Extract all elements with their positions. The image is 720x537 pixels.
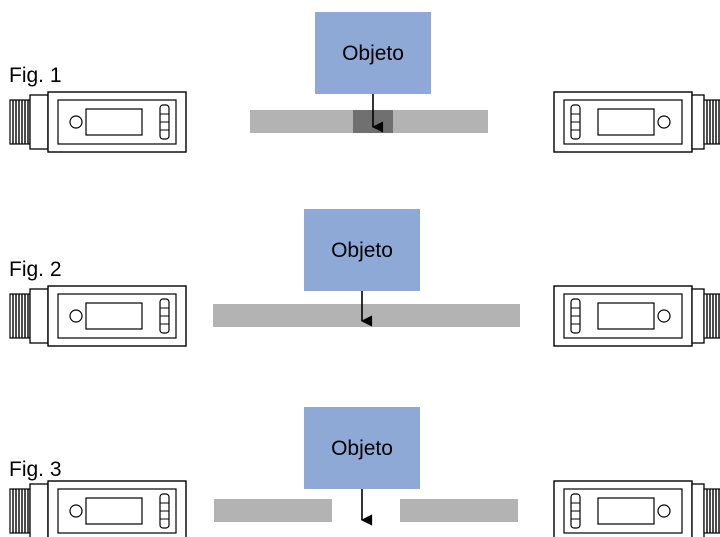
figure-3: Fig. 3 Objeto bbox=[9, 407, 720, 537]
object-label: Objeto bbox=[342, 42, 404, 65]
sensor-receiver-icon bbox=[553, 91, 720, 153]
beam-bar-left bbox=[214, 499, 332, 522]
sensor-receiver-icon bbox=[553, 285, 720, 347]
figure-2: Fig. 2 Objeto bbox=[9, 209, 720, 347]
figure-label: Fig. 1 bbox=[9, 64, 62, 87]
object-label: Objeto bbox=[331, 437, 393, 460]
figure-label: Fig. 2 bbox=[9, 258, 62, 281]
sensor-emitter-icon bbox=[9, 91, 187, 153]
sensor-emitter-icon bbox=[9, 480, 187, 537]
figure-1: Fig. 1 Objeto bbox=[9, 12, 720, 153]
beam-bar-right bbox=[400, 499, 518, 522]
sensor-receiver-icon bbox=[553, 480, 720, 537]
object-box bbox=[304, 407, 420, 489]
object-label: Objeto bbox=[331, 239, 393, 262]
beam-bar bbox=[213, 304, 520, 327]
sensor-emitter-icon bbox=[9, 285, 187, 347]
figure-label: Fig. 3 bbox=[9, 458, 62, 481]
object-box bbox=[304, 209, 420, 291]
object-box bbox=[315, 12, 431, 94]
